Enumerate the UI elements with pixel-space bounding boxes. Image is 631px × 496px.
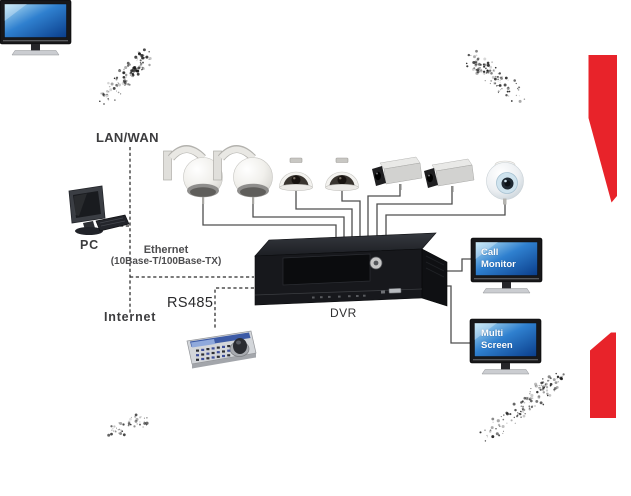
turret-stem: [503, 198, 507, 205]
ptz-wall-bracket: [163, 150, 172, 181]
dome-lens-icon: [291, 175, 301, 185]
box-camera-mount: [399, 184, 402, 190]
turret-lens-glint: [504, 179, 507, 183]
ethernet-label-detail: (10Base-T/100Base-TX): [110, 256, 222, 267]
dome-mount-cap: [289, 157, 303, 163]
box-camera-lens-glass: [375, 171, 381, 181]
internet-label: Internet: [104, 310, 157, 324]
cables: [202, 189, 506, 344]
multi-screen-label: Multi Screen: [481, 328, 513, 351]
call-monitor-label-line1: Call: [481, 247, 499, 258]
joystick-knob: [233, 338, 247, 354]
dome-lens-glint: [293, 177, 296, 180]
pc-keyboard: [95, 214, 130, 232]
cable-box-camera-1: [367, 189, 401, 241]
box-camera-lens-glint: [376, 172, 378, 175]
cable-ptz-dome-2: [252, 200, 345, 241]
pc-label: PC: [80, 238, 99, 252]
cable-dome-1: [295, 191, 353, 241]
monitor-screen: [4, 3, 67, 38]
turret-camera: [486, 160, 524, 205]
call-monitor-label: Call Monitor: [481, 247, 516, 270]
cable-turret-camera: [385, 204, 506, 241]
rs485-line: [214, 287, 254, 330]
red-accent-shapes: [588, 55, 617, 418]
box-camera-2: [423, 158, 475, 193]
dvr-right-side: [421, 248, 448, 307]
cable-ptz-dome-1: [202, 200, 337, 241]
multi-screen-label-line1: Multi: [481, 328, 504, 339]
dome-camera-1: [279, 157, 313, 192]
ethernet-label: Ethernet (10Base-T/100Base-TX): [98, 244, 234, 267]
speckle-decorations: [99, 48, 565, 442]
multi-screen-label-line2: Screen: [481, 339, 513, 351]
ptz-arm: [168, 146, 206, 161]
monitor-stand-base: [11, 50, 60, 56]
dome-camera-2: [325, 157, 359, 192]
joystick-glint: [236, 340, 241, 345]
pc-screen-glare: [74, 193, 87, 216]
box-camera-1: [372, 156, 423, 190]
ptz-dome-camera-1: [163, 145, 223, 204]
pc-monitor-base: [75, 227, 103, 235]
dvr-front-buttons: [312, 294, 366, 299]
ptz-dome-glass: [190, 187, 216, 197]
dvr-usb-port-icon: [388, 288, 402, 294]
dvr-usb-symbol-icon: [380, 290, 386, 294]
pc-keyboard-keys: [99, 217, 126, 227]
monitor-shape: [0, 0, 72, 56]
cable-box-camera-2: [376, 191, 453, 241]
keyboard-front-edge: [192, 353, 256, 369]
ptz-stem: [202, 197, 205, 204]
keyboard-buttons: [196, 345, 231, 361]
call-monitor-label-line2: Monitor: [481, 258, 516, 270]
box-camera-body: [383, 162, 423, 185]
dvr-front-panel: [282, 253, 371, 286]
dvr-label: DVR: [330, 306, 357, 320]
dvr-unit: [254, 232, 448, 307]
red-shape-bottom: [590, 332, 616, 418]
rs485-control-keyboard: [186, 330, 257, 369]
cable-dome-2: [341, 191, 361, 241]
keyboard-display: [191, 339, 216, 348]
dvr-power-knob-center: [373, 260, 379, 266]
lan-wan-label: LAN/WAN: [96, 130, 159, 145]
pc: [68, 185, 130, 235]
monitor-screen-glare: [4, 4, 27, 21]
cable-multi-screen: [445, 285, 470, 344]
cable-call-monitor: [444, 258, 471, 272]
red-shape-top: [588, 55, 617, 203]
monitor-stand-neck: [31, 44, 40, 51]
ethernet-label-title: Ethernet: [143, 244, 189, 256]
rs485-label: RS485: [167, 295, 214, 311]
dvr-side-vents: [425, 255, 445, 278]
pc-screen: [73, 191, 101, 218]
dome-rim: [279, 184, 313, 192]
